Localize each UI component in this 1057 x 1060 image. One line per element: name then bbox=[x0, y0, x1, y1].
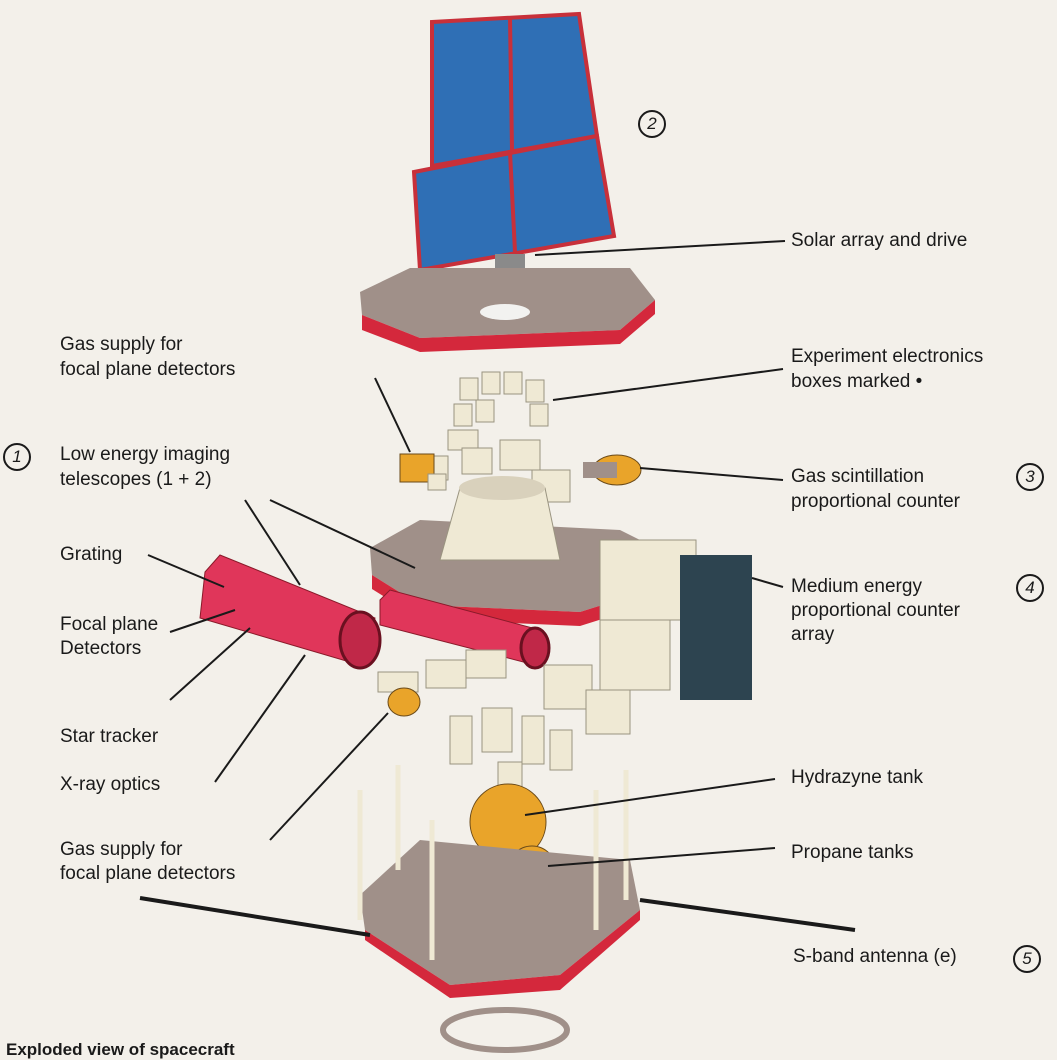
marker-4: 4 bbox=[1016, 574, 1044, 602]
label-gas-scintillation-line1: Gas scintillation bbox=[791, 466, 925, 487]
label-medium-energy-line3: array bbox=[791, 624, 835, 645]
marker-2: 2 bbox=[638, 110, 666, 138]
label-focal-plane-line1: Focal plane bbox=[60, 614, 159, 635]
label-electronics-line1: Experiment electronics bbox=[791, 346, 984, 367]
label-gas-supply-top-line2: focal plane detectors bbox=[60, 359, 236, 380]
low-energy-telescopes bbox=[199, 554, 551, 670]
marker-1: 1 bbox=[3, 443, 31, 471]
gas-supply-tank-bottom bbox=[387, 687, 421, 717]
label-s-band-antenna: S-band antenna (e) bbox=[793, 946, 957, 967]
gas-supply-tank-top bbox=[399, 453, 447, 491]
label-gas-supply-top-line1: Gas supply for bbox=[60, 334, 183, 355]
marker-3: 3 bbox=[1016, 463, 1044, 491]
label-solar-array: Solar array and drive bbox=[791, 230, 968, 251]
marker-5: 5 bbox=[1013, 945, 1041, 973]
s-band-antenna bbox=[139, 896, 856, 937]
label-star-tracker: Star tracker bbox=[60, 726, 159, 747]
bottom-platform bbox=[357, 765, 640, 1053]
label-gas-supply-bottom-line2: focal plane detectors bbox=[60, 863, 236, 884]
solar-drive bbox=[495, 254, 525, 270]
label-medium-energy-line2: proportional counter bbox=[791, 600, 960, 621]
label-gas-scintillation-line2: proportional counter bbox=[791, 491, 960, 512]
label-hydrazyne-tank: Hydrazyne tank bbox=[791, 767, 924, 788]
gas-scintillation-counter bbox=[583, 454, 642, 486]
label-propane-tanks: Propane tanks bbox=[791, 842, 914, 863]
solar-array bbox=[411, 11, 617, 273]
label-medium-energy-line1: Medium energy bbox=[791, 576, 922, 597]
label-xray-optics: X-ray optics bbox=[60, 774, 161, 795]
label-grating: Grating bbox=[60, 544, 123, 565]
label-low-energy-line1: Low energy imaging bbox=[60, 444, 231, 465]
leader-lines bbox=[147, 240, 786, 867]
label-gas-supply-bottom-line1: Gas supply for bbox=[60, 839, 183, 860]
label-electronics-line2: boxes marked • bbox=[791, 371, 923, 392]
electronics-boxes-bottom bbox=[377, 649, 631, 803]
medium-energy-array bbox=[599, 539, 752, 700]
figure-caption: Exploded view of spacecraft bbox=[6, 1040, 235, 1059]
top-platform bbox=[360, 268, 655, 352]
label-low-energy-line2: telescopes (1 + 2) bbox=[60, 469, 212, 490]
label-focal-plane-line2: Detectors bbox=[60, 638, 142, 659]
